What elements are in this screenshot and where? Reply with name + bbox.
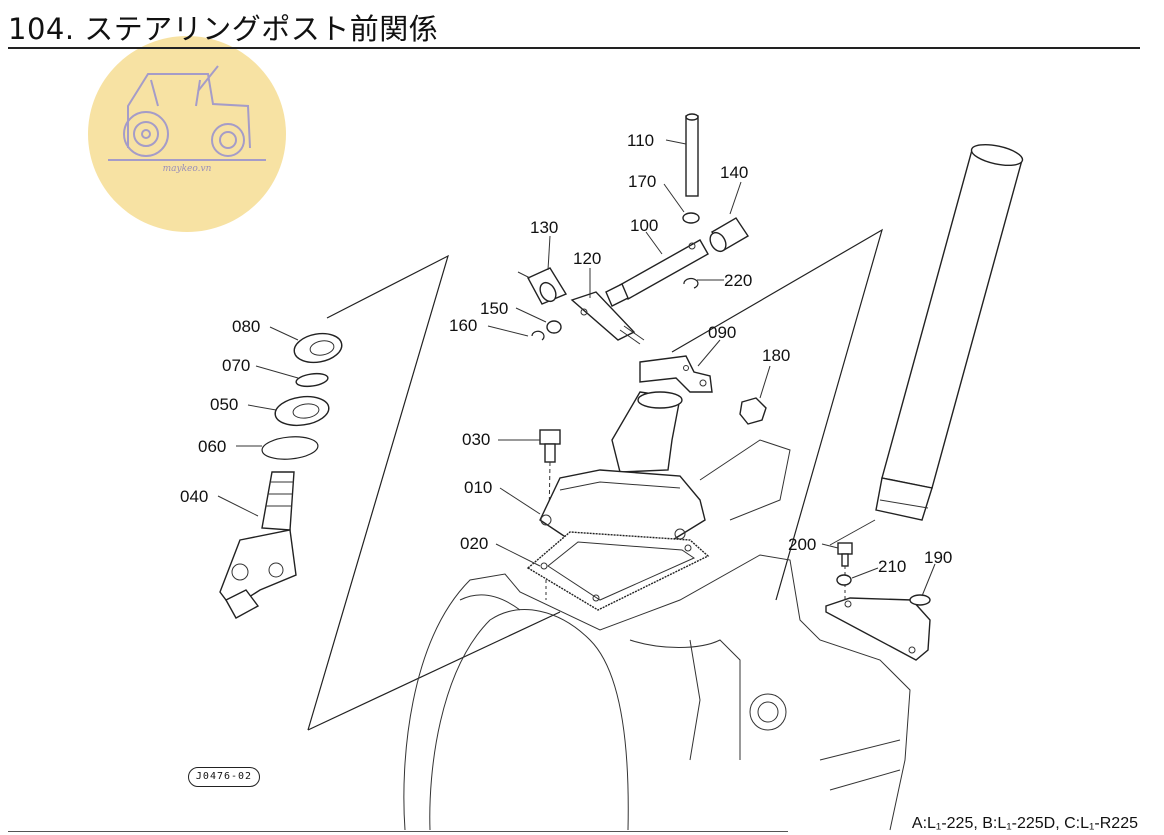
- part-labels: 110 170 140 130 100 120 220 150 160 080 …: [180, 131, 952, 576]
- section-frame-bottom: [307, 611, 561, 731]
- label-020: 020: [460, 534, 488, 553]
- model-applicability: A:L₁-225, B:L₁-225D, C:L₁-R225: [911, 815, 1138, 832]
- label-010: 010: [464, 478, 492, 497]
- clamp-part-090: [639, 355, 713, 393]
- label-220: 220: [724, 271, 752, 290]
- label-150: 150: [480, 299, 508, 318]
- label-080: 080: [232, 317, 260, 336]
- nut-part-180: [739, 397, 767, 425]
- label-100: 100: [630, 216, 658, 235]
- label-140: 140: [720, 163, 748, 182]
- tractor-icon: [108, 65, 266, 161]
- clip-part-220: [683, 277, 699, 289]
- washer-part-150: [546, 320, 562, 334]
- label-040: 040: [180, 487, 208, 506]
- steering-post-part-010: [539, 391, 706, 561]
- universal-joint-part-040: [219, 471, 297, 619]
- page-title: 104. ステアリングポスト前関係: [8, 12, 439, 46]
- drawing-code: J0476-02: [188, 767, 260, 787]
- collar-part-130: [517, 267, 568, 305]
- label-120: 120: [573, 249, 601, 268]
- bearing-part-050: [274, 395, 330, 427]
- bearing-part-080: [293, 332, 343, 364]
- transmission-housing: [403, 439, 911, 831]
- label-110: 110: [627, 131, 654, 150]
- label-180: 180: [762, 346, 790, 365]
- snapring-part-060: [261, 436, 319, 460]
- label-130: 130: [530, 218, 558, 237]
- label-210: 210: [878, 557, 906, 576]
- bolt-part-200: [837, 542, 853, 600]
- shaft-part-120: [570, 291, 645, 345]
- washer-part-170: [682, 212, 700, 224]
- steering-column-tube: [829, 143, 1024, 546]
- label-050: 050: [210, 395, 238, 414]
- section-frame-right: [671, 228, 883, 601]
- ring-part-070: [295, 372, 329, 388]
- shaft-part-100: [605, 239, 709, 307]
- leader-lines: [217, 139, 936, 597]
- label-200: 200: [788, 535, 816, 554]
- label-170: 170: [628, 172, 656, 191]
- gasket-part-020: [526, 531, 710, 611]
- collar-part-140: [709, 217, 749, 253]
- footer-divider: [8, 831, 788, 832]
- label-190: 190: [924, 548, 952, 567]
- label-160: 160: [449, 316, 477, 335]
- watermark-logo: maykeo.vn: [88, 36, 286, 232]
- section-frame-left: [307, 254, 449, 731]
- watermark-text: maykeo.vn: [162, 164, 212, 174]
- label-070: 070: [222, 356, 250, 375]
- bracket-part-190: [825, 594, 931, 661]
- bolt-part-030: [539, 429, 561, 521]
- pin-part-110: [685, 113, 699, 197]
- label-060: 060: [198, 437, 226, 456]
- label-090: 090: [708, 323, 736, 342]
- washer-part-210: [836, 574, 852, 586]
- title-divider: [8, 47, 1140, 49]
- label-030: 030: [462, 430, 490, 449]
- clip-part-160: [531, 330, 545, 341]
